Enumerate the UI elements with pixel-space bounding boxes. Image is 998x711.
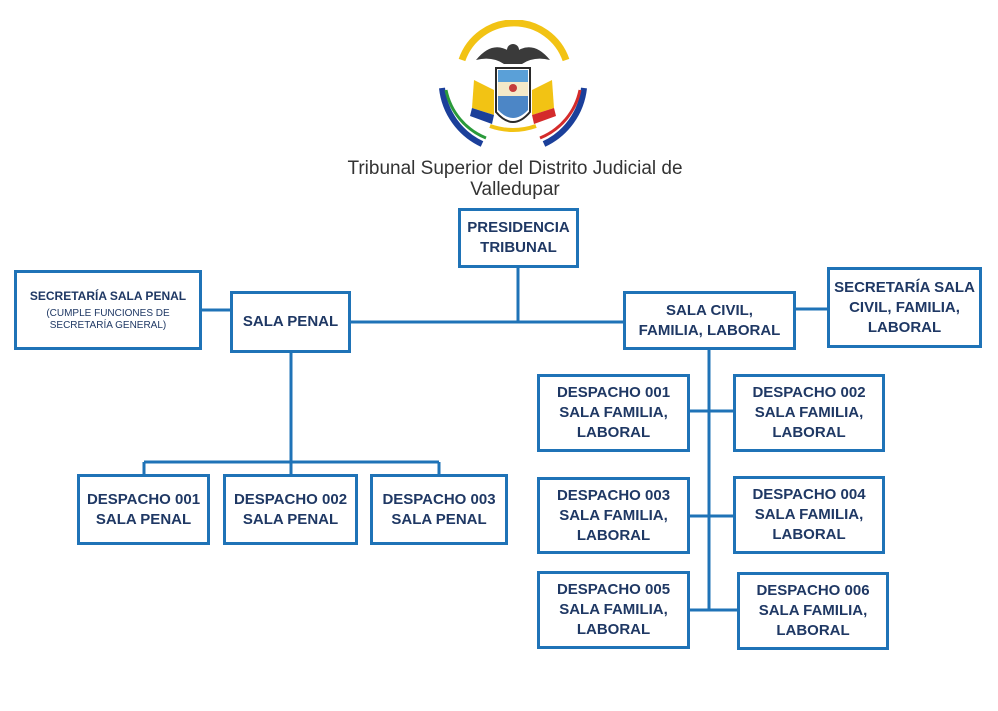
sala-penal-label: SALA PENAL (242, 313, 339, 330)
presidencia-tribunal-box: PRESIDENCIA TRIBUNAL (458, 208, 579, 268)
secretaria-sala-penal-box: SECRETARÍA SALA PENAL (CUMPLE FUNCIONES … (14, 270, 202, 350)
despacho-label: DESPACHO 005 SALA FAMILIA, LABORAL (556, 581, 671, 638)
despacho-civil-003-box: DESPACHO 003 SALA FAMILIA, LABORAL (537, 477, 690, 554)
despacho-civil-002-box: DESPACHO 002 SALA FAMILIA, LABORAL (733, 374, 885, 452)
sala-civil-box: SALA CIVIL, FAMILIA, LABORAL (623, 291, 796, 350)
despacho-penal-001-box: DESPACHO 001 SALA PENAL (77, 474, 210, 545)
secretaria-civil-label: SECRETARÍA SALA CIVIL, FAMILIA, LABORAL (834, 278, 975, 336)
despacho-penal-003-box: DESPACHO 003 SALA PENAL (370, 474, 508, 545)
despacho-label: DESPACHO 002 SALA PENAL (233, 490, 348, 528)
despacho-penal-002-box: DESPACHO 002 SALA PENAL (223, 474, 358, 545)
despacho-label: DESPACHO 006 SALA FAMILIA, LABORAL (756, 582, 870, 639)
sala-civil-label: SALA CIVIL, FAMILIA, LABORAL (638, 301, 781, 339)
despacho-label: DESPACHO 004 SALA FAMILIA, LABORAL (752, 486, 866, 543)
secretaria-penal-title: SECRETARÍA SALA PENAL (29, 289, 187, 303)
sala-penal-box: SALA PENAL (230, 291, 351, 353)
despacho-label: DESPACHO 003 SALA FAMILIA, LABORAL (556, 486, 671, 544)
page-title: Tribunal Superior del Distrito Judicial … (347, 158, 683, 200)
despacho-label: DESPACHO 003 SALA PENAL (382, 490, 496, 528)
despacho-civil-006-box: DESPACHO 006 SALA FAMILIA, LABORAL (737, 572, 889, 650)
despacho-civil-005-box: DESPACHO 005 SALA FAMILIA, LABORAL (537, 571, 690, 649)
despacho-civil-001-box: DESPACHO 001 SALA FAMILIA, LABORAL (537, 374, 690, 452)
despacho-label: DESPACHO 001 SALA PENAL (86, 490, 201, 528)
secretaria-sala-civil-box: SECRETARÍA SALA CIVIL, FAMILIA, LABORAL (827, 267, 982, 348)
despacho-civil-004-box: DESPACHO 004 SALA FAMILIA, LABORAL (733, 476, 885, 554)
despacho-label: DESPACHO 001 SALA FAMILIA, LABORAL (556, 384, 671, 441)
secretaria-penal-note: (CUMPLE FUNCIONES DE SECRETARÍA GENERAL) (46, 308, 170, 331)
presidencia-label: PRESIDENCIA TRIBUNAL (467, 219, 570, 256)
coat-of-arms-logo (439, 20, 587, 147)
despacho-label: DESPACHO 002 SALA FAMILIA, LABORAL (752, 384, 866, 441)
